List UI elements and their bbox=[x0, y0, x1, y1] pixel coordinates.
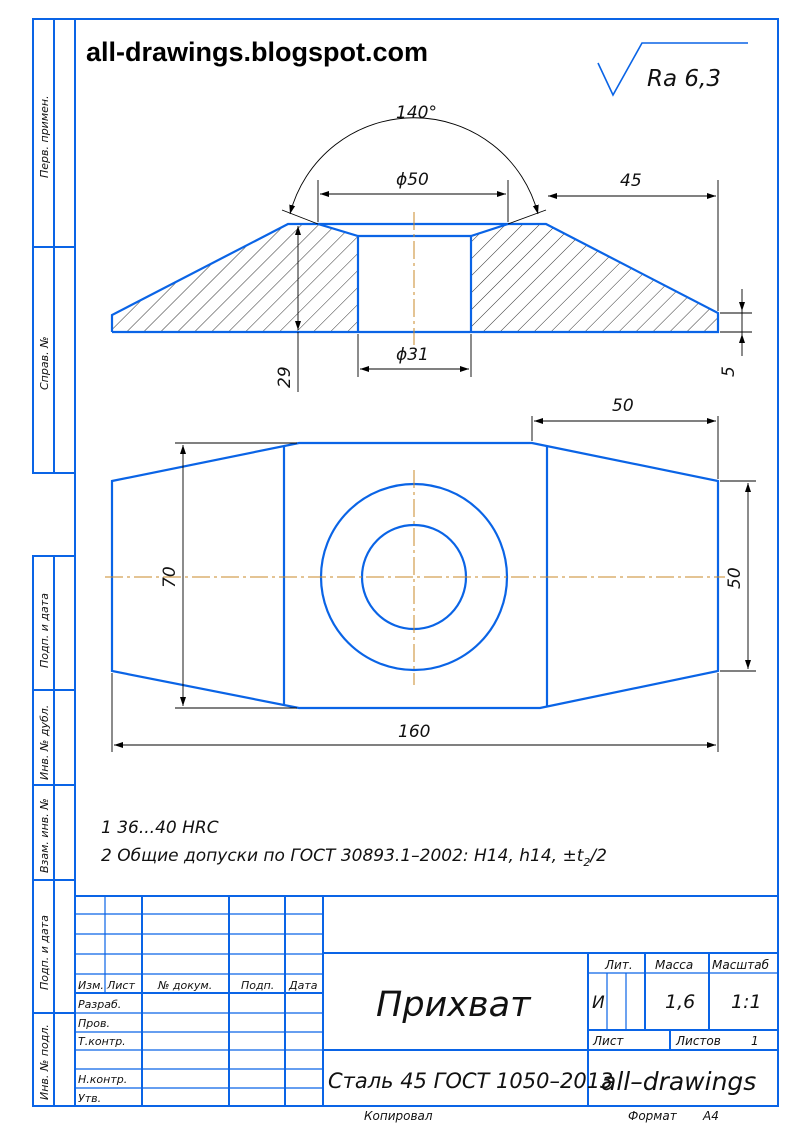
side-label-perv: Перв. примен. bbox=[38, 95, 51, 178]
format-label: Формат bbox=[628, 1109, 678, 1123]
format-value: А4 bbox=[702, 1109, 719, 1123]
site-watermark: all-drawings.blogspot.com bbox=[78, 33, 437, 73]
dim-base: 5 bbox=[719, 366, 739, 377]
row-utv: Утв. bbox=[78, 1092, 101, 1105]
side-label-podp2: Подп. и дата bbox=[38, 915, 51, 990]
section-view bbox=[110, 212, 720, 345]
dim-height: 29 bbox=[275, 366, 295, 388]
mass-value: 1,6 bbox=[665, 991, 695, 1013]
dim-plan-right-top: 50 bbox=[612, 396, 634, 416]
plan-dimensions: 50 70 50 160 bbox=[111, 396, 756, 752]
side-label-inv-dubl: Инв. № дубл. bbox=[38, 705, 51, 780]
sheets-label: Листов bbox=[675, 1034, 721, 1048]
part-name: Прихват bbox=[376, 985, 532, 1025]
dim-angle: 140° bbox=[396, 103, 437, 123]
section-dimensions: 140° ϕ50 45 ϕ31 29 5 bbox=[275, 103, 752, 392]
organization: all–drawings bbox=[601, 1067, 756, 1096]
copied-label: Копировал bbox=[364, 1109, 433, 1123]
title-block: Изм. Лист № докум. Подп. Дата Разраб. Пр… bbox=[74, 895, 779, 1123]
lit-value: И bbox=[592, 993, 605, 1013]
side-label-podp1: Подп. и дата bbox=[38, 593, 51, 668]
dim-top-right: 45 bbox=[620, 171, 642, 191]
material: Сталь 45 ГОСТ 1050–2013 bbox=[328, 1069, 613, 1093]
row-prov: Пров. bbox=[78, 1017, 110, 1030]
row-razrab: Разраб. bbox=[78, 998, 121, 1011]
dim-overall-length: 160 bbox=[398, 722, 430, 742]
sheet-label: Лист bbox=[592, 1034, 624, 1048]
col-header-podp: Подп. bbox=[241, 979, 274, 992]
roughness-symbol: Ra 6,3 bbox=[597, 42, 748, 97]
dim-plan-height: 70 bbox=[160, 566, 180, 588]
sheets-value: 1 bbox=[751, 1034, 759, 1048]
side-label-inv-podl: Инв. № подл. bbox=[38, 1024, 51, 1100]
scale-value: 1:1 bbox=[731, 991, 762, 1013]
row-tkontr: Т.контр. bbox=[78, 1035, 126, 1048]
side-label-vzam: Взам. инв. № bbox=[38, 798, 51, 873]
side-labels: Перв. примен. Справ. № Подп. и дата Инв.… bbox=[38, 95, 51, 1100]
roughness-value: Ra 6,3 bbox=[647, 66, 721, 92]
scale-header: Масштаб bbox=[712, 958, 770, 972]
dim-plan-right-height: 50 bbox=[725, 567, 745, 589]
technical-notes: 1 36...40 HRC 2 Общие допуски по ГОСТ 30… bbox=[101, 818, 607, 869]
col-header-izm: Изм. bbox=[78, 979, 104, 992]
note-hardness: 1 36...40 HRC bbox=[101, 818, 219, 838]
mass-header: Масса bbox=[655, 958, 693, 972]
col-header-list: Лист bbox=[106, 979, 135, 992]
dim-hole-dia: ϕ31 bbox=[396, 345, 429, 365]
col-header-date: Дата bbox=[288, 979, 318, 992]
note-tolerances: 2 Общие допуски по ГОСТ 30893.1–2002: H1… bbox=[101, 846, 607, 869]
plan-view bbox=[105, 441, 725, 710]
col-header-doc: № докум. bbox=[157, 979, 212, 992]
dim-top-dia: ϕ50 bbox=[396, 170, 429, 190]
side-label-sprav: Справ. № bbox=[38, 336, 51, 390]
row-nkontr: Н.контр. bbox=[78, 1073, 127, 1086]
lit-header: Лит. bbox=[604, 958, 633, 972]
